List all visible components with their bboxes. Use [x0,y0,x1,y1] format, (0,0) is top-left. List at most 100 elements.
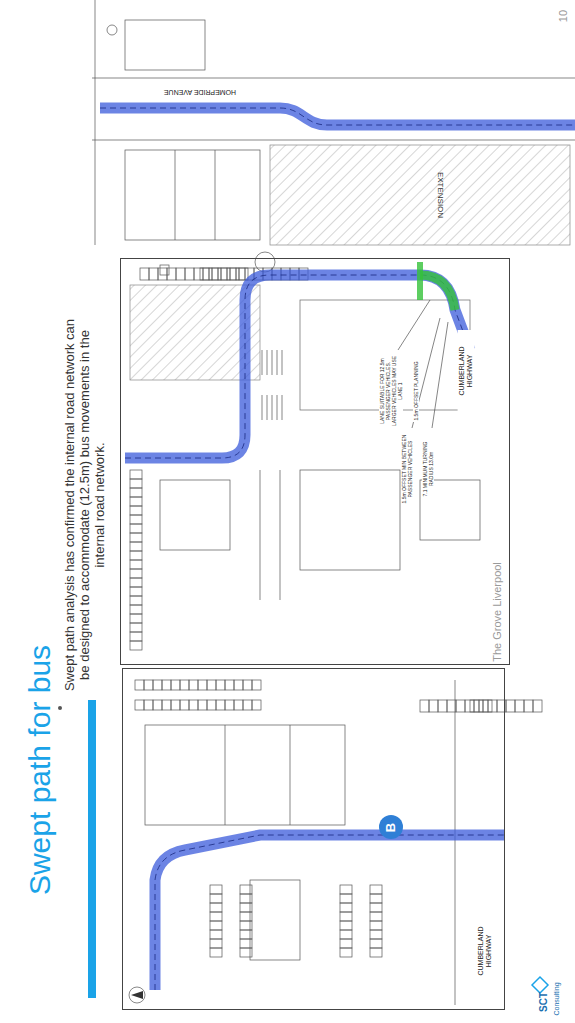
plan-linework [100,108,575,125]
plan-linework [272,350,273,375]
plan-linework [130,497,142,506]
plan-linework [88,700,96,998]
plan-linework [370,930,382,939]
plan-linework [130,524,142,533]
plan-linework [280,470,281,600]
plan-linework [130,560,142,569]
plan-linework [145,725,345,825]
plan-linework [532,977,548,993]
plan-linework [432,322,448,428]
site-plan-panel: CUMBERLAND HIGHWAY B [122,668,505,1010]
plan-linework [180,680,189,690]
plan-linework [130,542,142,551]
plan-linework [160,480,230,550]
plan-linework [135,700,144,710]
plan-linework [140,268,149,280]
plan-linework [130,488,142,497]
plan-linework [209,268,218,280]
plan-linework [130,515,142,524]
plan-linework [100,108,575,125]
plan-linework [131,991,143,999]
plan-linework [144,680,153,690]
plan-annotation: 1.5m OFFSET MIN BETWEEN PASSENGER VEHICL… [401,433,413,505]
plan-linework [398,300,448,428]
plan-linework [130,252,480,600]
plan-label: CUMBERLAND HIGHWAY [477,910,494,992]
plan-linework [370,903,382,912]
plan-linework [488,700,497,712]
footer-text: The Grove Liverpool [491,547,504,677]
plan-linework [107,25,117,35]
plan-linework [171,700,180,710]
plan-linework [340,894,352,903]
plan-linework [130,479,142,488]
plan-linework [412,318,440,428]
plan-linework [92,0,575,1005]
plan-linework [216,680,225,690]
plan-linework [130,605,142,614]
plan-annotation: 7.1 MINIMUM TURNING RADIUS 13.0m [422,433,434,505]
plan-linework [153,680,162,690]
plan-linework [125,150,260,240]
plan-linework [207,680,216,690]
plan-linework [252,680,261,690]
plan-linework [262,350,263,375]
plan-linework [160,265,169,275]
plan-linework [420,275,455,310]
plan-linework [260,470,261,600]
plan-linework [58,706,62,710]
logo-text: Consulting [553,974,561,1023]
plan-linework [200,268,209,280]
plan-linework [153,700,162,710]
plan-linework [227,268,236,280]
plan-linework [370,948,382,957]
plan-linework [474,700,483,712]
plan-linework [155,835,505,990]
plan-linework [417,262,423,300]
plan-linework [300,470,400,570]
plan-linework [262,395,263,420]
plan-linework [198,700,207,710]
plan-linework [189,700,198,710]
plan-linework [171,680,180,690]
plan-linework [198,680,207,690]
bullet-text: Swept path analysis has confirmed the in… [63,315,108,695]
slide-title: Swept path for bus [23,540,58,1000]
plan-linework [230,268,239,280]
plan-linework [92,78,575,79]
plan-linework [130,569,142,578]
plan-linework [272,395,273,420]
plan-linework [236,268,245,280]
plan-linework [252,700,261,710]
plan-linework [210,885,222,894]
plan-linework [420,700,429,712]
plan-linework [340,912,352,921]
plan-linework [130,533,142,542]
plan-linework [340,903,352,912]
plan-linework [129,987,145,1003]
plan-linework [130,551,142,560]
plan-linework [438,700,447,712]
area-label: EXTENSION [435,160,444,230]
plan-linework [479,700,488,712]
plan-annotation: LANE SUITABLE FOR 12.5m PASSENGER VEHICL… [379,353,403,430]
plan-linework [162,680,171,690]
callout-letter: B [384,822,397,831]
plan-linework [189,680,198,690]
site-plan-panel: CUMBERLAND HIGHWAY1.5m OFFSET MIN BETWEE… [120,258,510,665]
page-number: 10 [557,4,570,28]
plan-linework [130,623,142,632]
plan-linework [515,700,524,712]
plan-linework [218,268,227,280]
logo-text: SCT [538,987,550,1017]
plan-linework [370,912,382,921]
plan-linework [210,894,222,903]
plan-linework [135,680,144,690]
plan-linework [158,268,167,280]
plan-linework [250,880,300,960]
plan-linework [267,350,268,375]
plan-linework [234,680,243,690]
plan-linework [216,700,225,710]
plan-linework [340,948,352,957]
